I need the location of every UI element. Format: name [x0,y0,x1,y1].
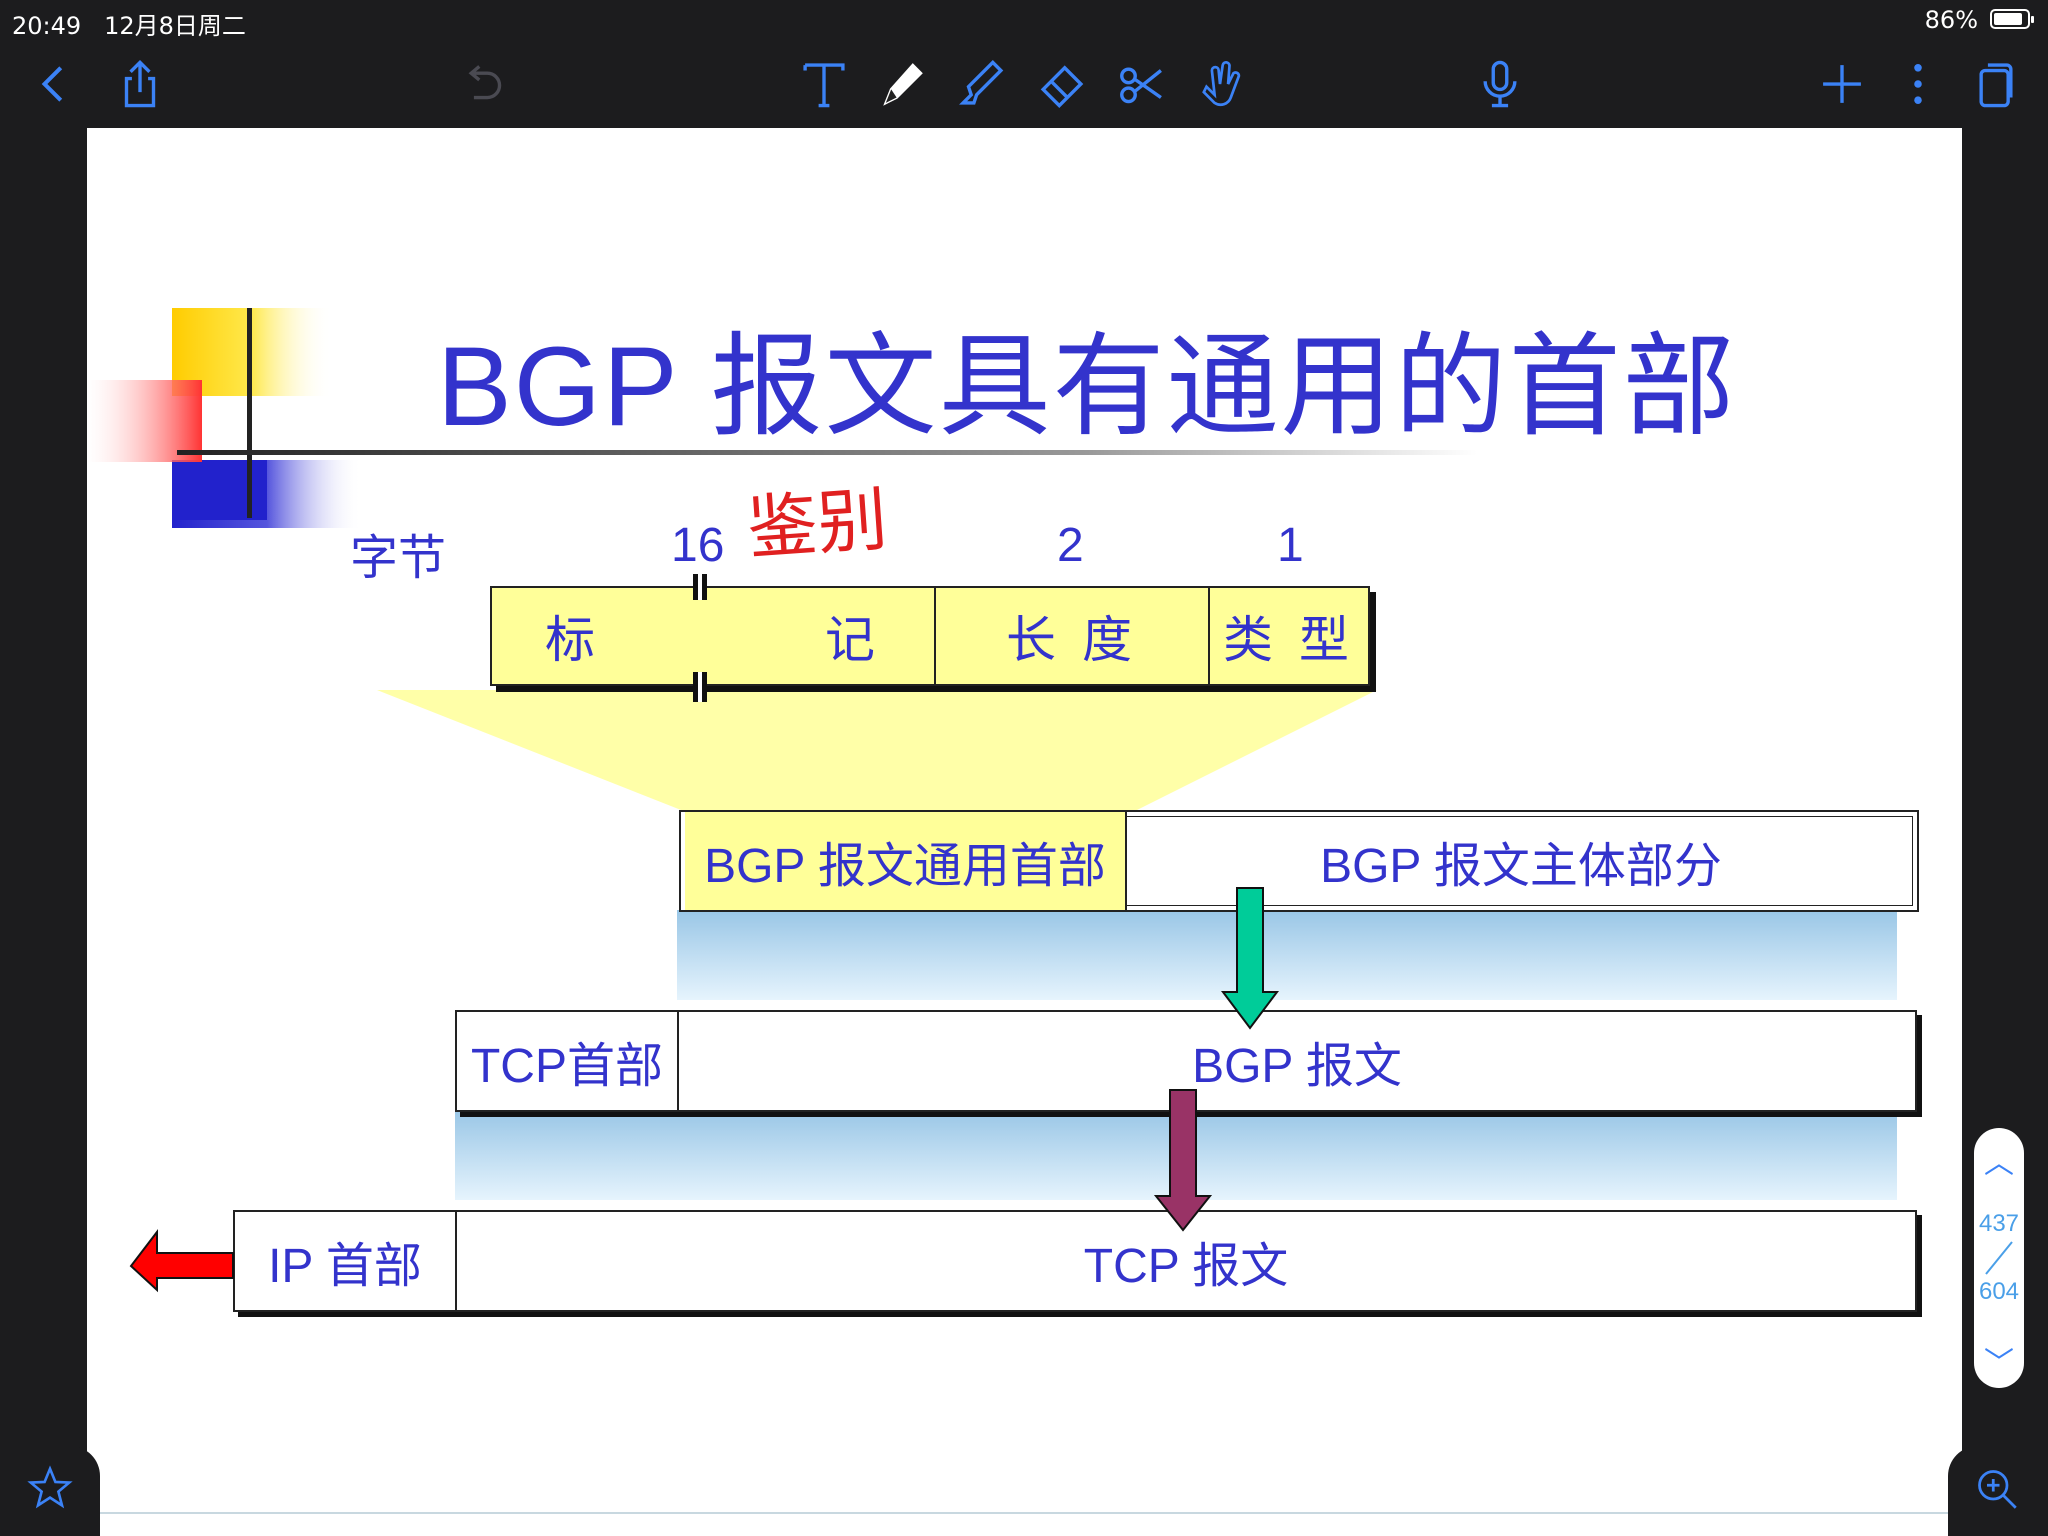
share-icon[interactable] [110,54,170,114]
hand-pointer-icon[interactable] [1190,54,1250,114]
ip-header: IP 首部 [235,1212,457,1310]
star-icon [27,1465,73,1509]
toolbar [0,40,2048,128]
add-icon[interactable] [1812,54,1872,114]
maroon-down-arrow [1153,1089,1213,1232]
highlighter-icon[interactable] [952,54,1012,114]
page-total: 604 [1978,1278,2020,1305]
bytes-label: 字节 [350,532,447,585]
eraser-icon[interactable] [1032,54,1092,114]
green-down-arrow [1221,887,1279,1030]
slide-page: BGP 报文具有通用的首部 字节 16 2 1 鉴别 标 记 长 度 类 型 B… [87,128,1962,1536]
tcp-payload: BGP 报文 [1192,1040,1402,1093]
red-left-arrow [129,1229,234,1293]
battery-percent: 86% [1924,6,1978,34]
pencil-icon[interactable] [872,54,932,114]
page-down-icon[interactable]: ﹀ [1984,1346,2014,1381]
battery-icon [1990,9,2034,29]
decorative-logo [87,308,1477,528]
bgp-common-header: BGP 报文通用首部 [685,812,1127,910]
field-type: 类 型 [1223,612,1355,668]
page-up-icon[interactable]: ︿ [1984,1146,2014,1181]
bgp-header-fields: 标 记 长 度 类 型 [490,586,1370,686]
favorite-button[interactable] [0,1446,100,1536]
arrows-layer [129,887,1279,1293]
bgp-message: BGP 报文通用首部 BGP 报文主体部分 [679,810,1919,912]
page-current: 437 [1978,1210,2020,1237]
byte-count-length: 2 [1057,519,1084,572]
zoom-button[interactable] [1948,1446,2048,1536]
zoom-in-icon [1978,1470,2017,1509]
ip-payload: TCP 报文 [1083,1240,1289,1293]
field-length: 长 度 [936,588,1210,684]
byte-count-marker: 16 [671,519,725,572]
text-tool-icon[interactable] [794,54,854,114]
status-bar: 20:49 12月8日周二 86% [0,0,2048,40]
bgp-body: BGP 报文主体部分 [1320,840,1722,893]
page-bottom-divider [87,1512,1962,1514]
back-icon[interactable] [24,54,84,114]
break-mark-top [693,574,707,600]
scissors-icon[interactable] [1112,54,1172,114]
ip-datagram: IP 首部 TCP 报文 [233,1210,1917,1312]
page-separator [1985,1241,2013,1275]
microphone-icon[interactable] [1470,54,1530,114]
break-mark-bottom [693,672,707,702]
status-time: 20:49 12月8日周二 [12,12,246,40]
slide-title: BGP 报文具有通用的首部 [437,324,1737,449]
undo-icon[interactable] [452,54,512,114]
byte-count-type: 1 [1277,519,1304,572]
pages-icon[interactable] [1966,54,2026,114]
tcp-header: TCP首部 [457,1012,679,1110]
field-marker: 标 记 [492,588,936,684]
more-icon[interactable] [1888,54,1948,114]
page-navigator[interactable]: ︿ 437 604 ﹀ [1974,1128,2024,1388]
